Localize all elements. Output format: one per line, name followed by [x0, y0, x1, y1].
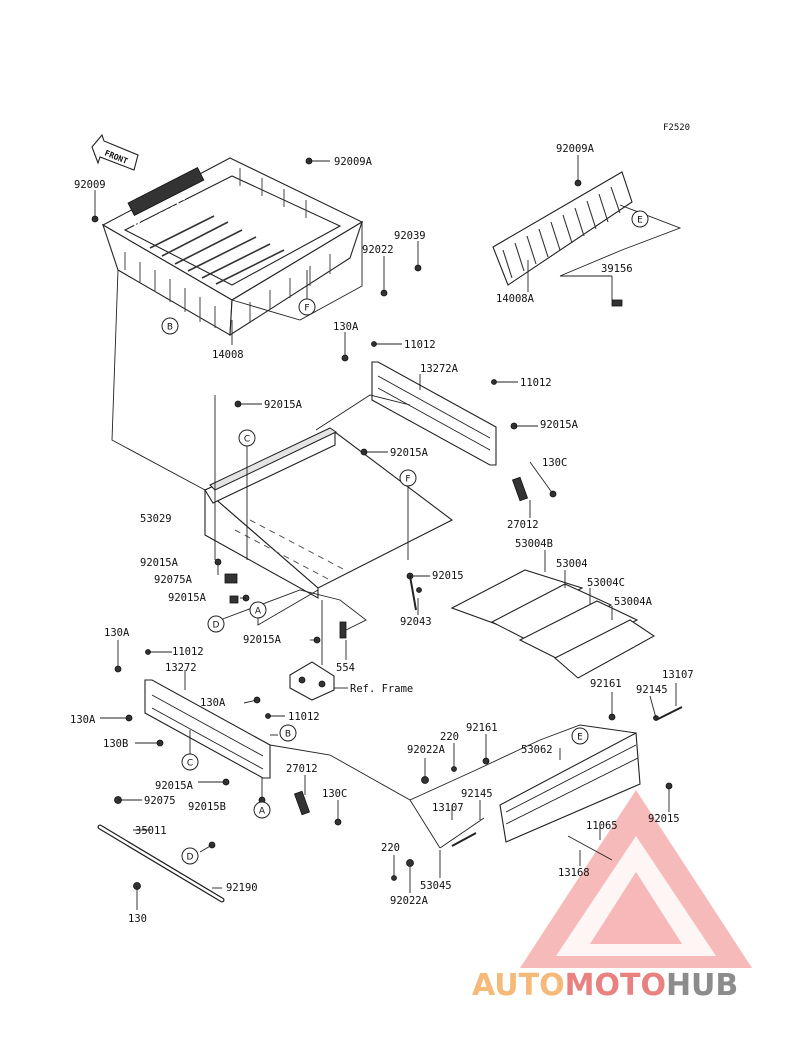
label-ref-frame: Ref. Frame	[350, 683, 413, 695]
rod-35011	[97, 824, 225, 903]
label-220-top: 220	[440, 731, 459, 743]
label-13107-right: 13107	[662, 669, 694, 681]
label-92039: 92039	[394, 230, 426, 242]
bed-liner-14008: Kawasaki	[101, 157, 364, 337]
label-13107-mid: 13107	[432, 802, 464, 814]
callout-d-mid: D	[213, 621, 220, 631]
label-92015A-5: 92015A	[168, 592, 207, 604]
label-220-bot: 220	[381, 842, 400, 854]
side-rail-13272	[144, 679, 271, 779]
label-92145-right: 92145	[636, 684, 668, 696]
label-92145-mid: 92145	[461, 788, 493, 800]
label-130A-top: 130A	[333, 321, 359, 333]
label-53004C: 53004C	[587, 577, 625, 589]
front-arrow: FRONT	[91, 133, 139, 171]
label-130A-left: 130A	[104, 627, 130, 639]
label-13168: 13168	[558, 867, 590, 879]
label-92161-right: 92161	[590, 678, 622, 690]
part-labels: 92009A 92009 92039 92022 14008 92009A 39…	[70, 143, 694, 925]
label-92015A-2: 92015A	[540, 419, 579, 431]
label-130B: 130B	[103, 738, 128, 750]
label-92043: 92043	[400, 616, 432, 628]
label-11065: 11065	[586, 820, 618, 832]
label-92009A-top: 92009A	[334, 156, 373, 168]
watermark-auto: AUTO	[472, 968, 565, 1003]
label-92015A-4: 92015A	[140, 557, 179, 569]
label-11012-mid: 11012	[520, 377, 552, 389]
label-53045: 53045	[420, 880, 452, 892]
callout-f-mid: F	[405, 475, 410, 485]
callout-c-top: C	[244, 435, 250, 445]
label-14008A: 14008A	[496, 293, 535, 305]
tailgate-53062	[499, 732, 641, 843]
label-92015A-6: 92015A	[243, 634, 282, 646]
leader-lines	[94, 155, 682, 910]
diagram-code: F2520	[663, 123, 690, 133]
label-92015A-1: 92015A	[264, 399, 303, 411]
bed-mats-53004	[450, 569, 656, 679]
label-53062: 53062	[521, 744, 553, 756]
label-53004A: 53004A	[614, 596, 653, 608]
label-92022: 92022	[362, 244, 394, 256]
label-39156: 39156	[601, 263, 633, 275]
label-53029: 53029	[140, 513, 172, 525]
label-13272: 13272	[165, 662, 197, 674]
label-11012-left: 11012	[172, 646, 204, 658]
label-27012-top: 27012	[507, 519, 539, 531]
label-130C-top: 130C	[542, 457, 567, 469]
label-27012-bot: 27012	[286, 763, 318, 775]
cable-53045	[409, 799, 613, 861]
label-130C-bot: 130C	[322, 788, 347, 800]
label-35011: 35011	[135, 825, 167, 837]
label-92190: 92190	[226, 882, 258, 894]
callout-b-top: B	[167, 323, 173, 333]
callout-d-bot: D	[187, 853, 194, 863]
callout-c-bot: C	[187, 759, 193, 769]
watermark-moto: MOTO	[565, 968, 666, 1003]
label-92009: 92009	[74, 179, 106, 191]
callout-a-bot: A	[259, 807, 266, 817]
label-92015A-3: 92015A	[390, 447, 429, 459]
callout-f-top: F	[304, 304, 309, 314]
callout-e-top: E	[637, 216, 643, 226]
callout-circles: B F E C F A D B C A D E	[161, 210, 649, 865]
ref-frame-bracket	[289, 661, 335, 701]
label-92015-mid: 92015	[432, 570, 464, 582]
callout-e-bot: E	[577, 733, 583, 743]
label-92015B: 92015B	[188, 801, 226, 813]
label-53004: 53004	[556, 558, 588, 570]
watermark: AUTOMOTOHUB	[472, 790, 752, 1003]
label-92161-mid: 92161	[466, 722, 498, 734]
label-92075: 92075	[144, 795, 176, 807]
label-554: 554	[336, 662, 355, 674]
label-92015-bot: 92015	[648, 813, 680, 825]
cargo-bed-53029	[203, 427, 454, 604]
label-92022A-top: 92022A	[407, 744, 446, 756]
front-rail-13272A	[371, 361, 497, 466]
label-92022A-bot: 92022A	[390, 895, 429, 907]
tailgate-liner-14008A	[492, 171, 633, 307]
callout-b-bot: B	[285, 730, 291, 740]
label-92015A-7: 92015A	[155, 780, 194, 792]
callout-a-mid: A	[255, 607, 262, 617]
label-11012-top: 11012	[404, 339, 436, 351]
label-14008: 14008	[212, 349, 244, 361]
svg-text:AUTOMOTOHUB: AUTOMOTOHUB	[472, 968, 738, 1003]
label-92009A-right: 92009A	[556, 143, 595, 155]
label-130A-mid: 130A	[200, 697, 226, 709]
label-130A-left2: 130A	[70, 714, 96, 726]
label-53004B: 53004B	[515, 538, 553, 550]
label-130: 130	[128, 913, 147, 925]
label-92075A: 92075A	[154, 574, 193, 586]
label-13272A: 13272A	[420, 363, 459, 375]
watermark-hub: HUB	[666, 968, 738, 1003]
label-11012-mid2: 11012	[288, 711, 320, 723]
